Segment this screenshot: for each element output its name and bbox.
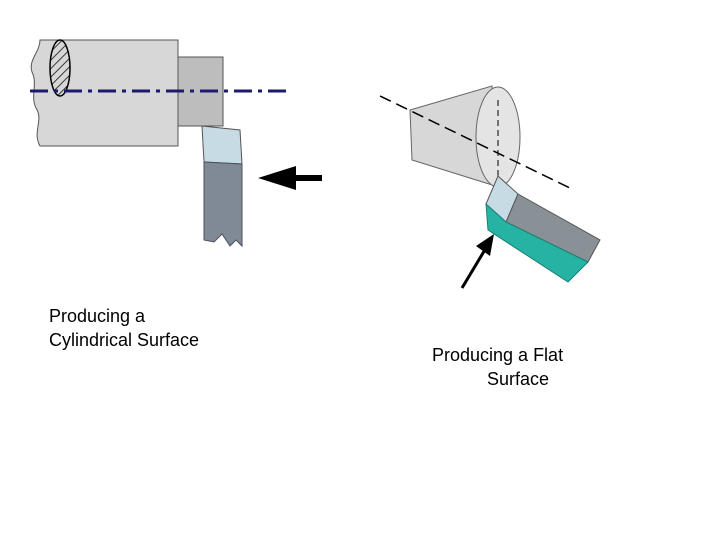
caption-line-2: Surface [487,369,550,389]
caption-line-2: Cylindrical Surface [49,330,200,350]
cutting-tool-face [201,125,243,165]
workpiece-section-hatch [49,39,71,97]
left-arrow-icon [258,166,322,190]
tool-teal-side [485,202,589,283]
caption-flat-surface: Producing a Flat Surface [432,343,563,391]
cylindrical-turning-diagram [30,39,322,248]
pointer-arrow-icon [460,234,494,289]
caption-line-1: Producing a Flat [432,345,564,365]
flat-facing-diagram [379,85,601,289]
caption-cylindrical-surface: Producing a Cylindrical Surface [49,304,199,352]
caption-line-1: Producing a [49,306,146,326]
cutting-tool-body [203,161,243,248]
